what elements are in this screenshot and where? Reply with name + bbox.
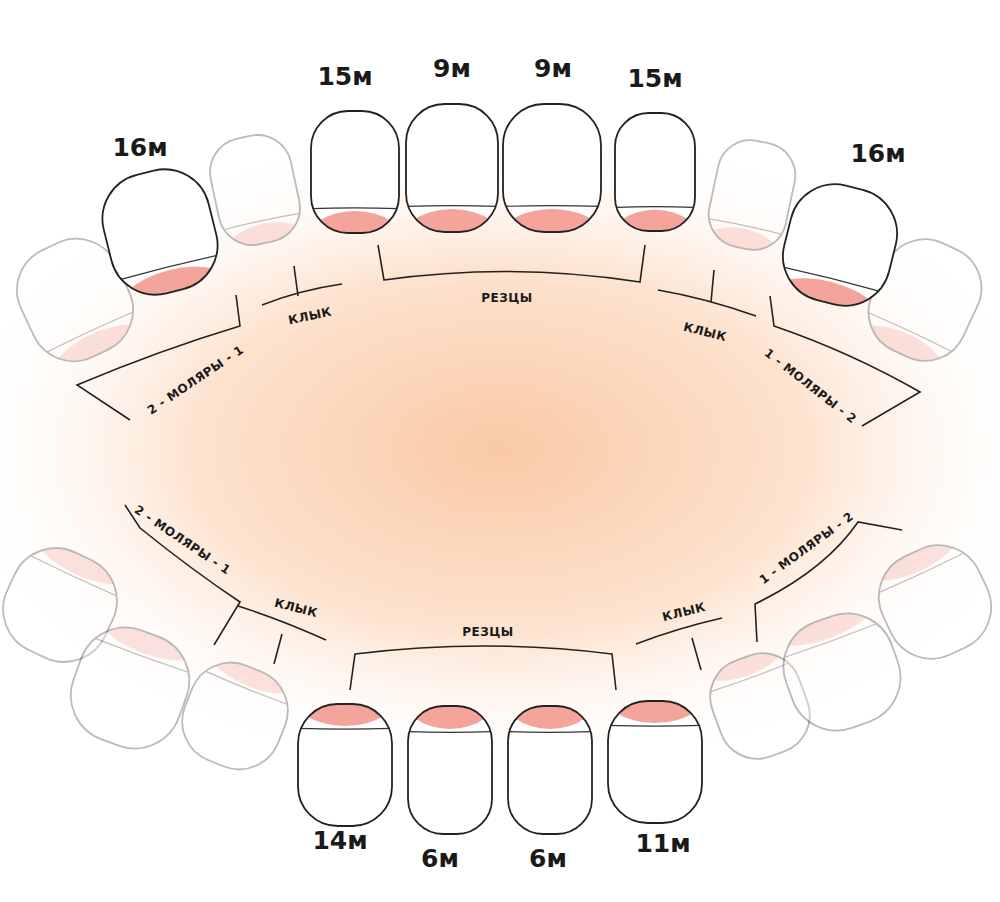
- tooth-gum: [311, 211, 399, 233]
- tooth: [397, 104, 507, 286]
- gum-line: [615, 206, 695, 208]
- eruption-month: 11м: [635, 829, 690, 858]
- tooth-gum: [408, 706, 492, 729]
- tooth-outline: [311, 111, 399, 233]
- eruption-month: 15м: [317, 62, 372, 91]
- eruption-month: 14м: [312, 826, 367, 855]
- gum-line: [42, 309, 138, 354]
- tooth-outline: [298, 704, 392, 826]
- tooth-outline: [204, 129, 307, 252]
- tooth-gum: [608, 701, 702, 723]
- tooth-gum: [298, 704, 392, 726]
- tooth-gum: [508, 706, 592, 729]
- eruption-month: 9м: [534, 54, 572, 83]
- tooth-gum: [80, 614, 203, 676]
- canine-bracket: [262, 284, 342, 305]
- gum-line: [608, 725, 702, 727]
- tooth-outline: [508, 706, 592, 834]
- eruption-month: 16м: [112, 133, 167, 162]
- tooth-gum: [16, 533, 132, 601]
- gum-line: [779, 265, 884, 292]
- tooth: [302, 111, 408, 284]
- gum-line: [221, 212, 301, 230]
- eruption-month: 9м: [433, 54, 471, 83]
- bracket-tick: [274, 634, 282, 664]
- incisor-bracket: [378, 245, 645, 282]
- bracket-tick: [711, 270, 714, 302]
- gum-line: [508, 731, 592, 733]
- tooth-outline: [615, 113, 695, 231]
- bracket-tick: [294, 266, 298, 296]
- tooth-gum: [214, 214, 306, 252]
- eruption-month: 6м: [421, 844, 459, 873]
- tooth-gum: [615, 210, 695, 231]
- tooth-gum: [855, 309, 964, 375]
- tooth: [196, 127, 324, 297]
- eruption-month: 6м: [529, 844, 567, 873]
- gum-line: [408, 731, 492, 733]
- gum-line: [778, 621, 884, 660]
- incisor-bracket: [350, 646, 616, 690]
- gum-line: [873, 550, 969, 596]
- teeth: [0, 104, 1000, 834]
- tooth-outline: [93, 160, 227, 305]
- tooth: [493, 104, 611, 286]
- mouth-glow: [0, 120, 1000, 780]
- tooth-outline: [408, 706, 492, 834]
- eruption-month: 16м: [850, 139, 905, 168]
- tooth: [82, 157, 250, 356]
- tooth-gum: [34, 308, 148, 376]
- tooth-group-label: РЕЗЦЫ: [481, 291, 533, 305]
- tooth-gum: [864, 531, 978, 598]
- tooth: [835, 485, 1000, 678]
- tooth-gum: [770, 600, 893, 661]
- tooth: [751, 172, 917, 366]
- gum-line: [200, 669, 293, 707]
- tooth-gum: [503, 209, 601, 232]
- tooth-gum: [192, 650, 301, 708]
- tooth: [289, 653, 402, 826]
- group-brackets: [77, 245, 920, 690]
- gum-line: [707, 218, 783, 235]
- gum-line: [89, 636, 195, 675]
- tooth: [599, 650, 712, 823]
- tooth-outline: [773, 175, 906, 316]
- gum-line: [503, 205, 601, 207]
- tooth: [607, 113, 703, 281]
- bracket-tick: [692, 638, 701, 670]
- gum-line: [24, 553, 122, 599]
- tooth-outline: [864, 531, 1000, 674]
- gum-line: [865, 310, 956, 353]
- canine-bracket: [658, 290, 756, 316]
- tooth-outline: [608, 701, 702, 823]
- tooth-group-label: РЕЗЦЫ: [462, 625, 514, 639]
- tooth-gum: [703, 219, 791, 256]
- tooth-gum: [107, 254, 228, 304]
- tooth: [400, 652, 501, 834]
- tooth-outline: [503, 104, 601, 232]
- tooth-gum: [406, 209, 498, 232]
- tooth-outline: [170, 650, 301, 782]
- gum-line: [298, 728, 392, 730]
- tooth-outline: [406, 104, 498, 232]
- gum-line: [406, 205, 498, 207]
- gum-line: [311, 207, 399, 209]
- canine-bracket: [636, 618, 722, 644]
- eruption-month: 15м: [627, 64, 682, 93]
- tooth: [500, 652, 601, 834]
- tooth-outline: [58, 614, 203, 761]
- gum-line: [706, 662, 793, 694]
- tooth-gum: [773, 266, 893, 315]
